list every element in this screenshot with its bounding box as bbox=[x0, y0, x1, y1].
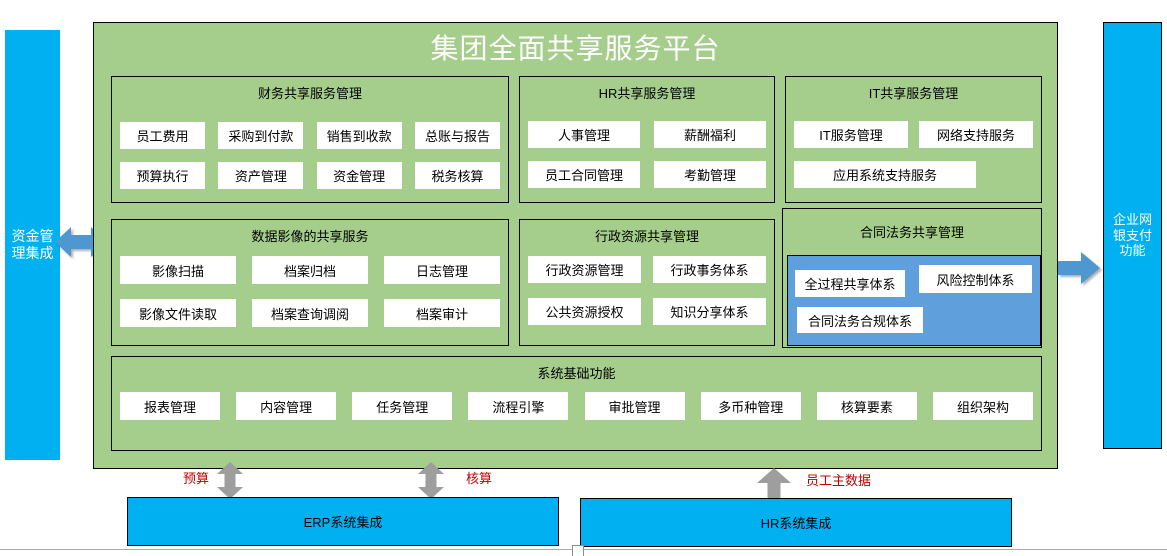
service-item[interactable]: 多币种管理 bbox=[700, 392, 801, 420]
enterprise-ebank-payment-bar[interactable]: 企业网银支付功能 bbox=[1103, 22, 1162, 449]
service-item[interactable]: 税务核算 bbox=[414, 162, 500, 189]
panel-base-title: 系统基础功能 bbox=[537, 366, 616, 381]
service-item[interactable]: 员工费用 bbox=[120, 122, 205, 149]
service-item[interactable]: 全过程共享体系 bbox=[795, 270, 905, 297]
service-item[interactable]: 网络支持服务 bbox=[919, 121, 1033, 148]
service-item[interactable]: 风险控制体系 bbox=[919, 265, 1032, 293]
hr-integration-bar[interactable]: HR系统集成 bbox=[580, 498, 1012, 547]
panel-data-imaging-services[interactable]: 数据影像的共享服务 影像扫描 档案归档 日志管理 影像文件读取 档案查询调阅 档… bbox=[111, 219, 509, 346]
service-item[interactable]: 合同法务合规体系 bbox=[797, 307, 923, 333]
service-item[interactable]: 日志管理 bbox=[384, 256, 500, 284]
right-arrow-icon[interactable] bbox=[1058, 250, 1100, 286]
service-item[interactable]: 资金管理 bbox=[316, 162, 402, 189]
service-item[interactable]: 人事管理 bbox=[528, 121, 640, 148]
panel-admin-title: 行政资源共享管理 bbox=[594, 229, 699, 244]
service-item[interactable]: 销售到收款 bbox=[316, 122, 402, 149]
hr-integration-label: HR系统集成 bbox=[760, 516, 832, 531]
panel-hr-shared-services[interactable]: HR共享服务管理 人事管理 薪酬福利 员工合同管理 考勤管理 bbox=[519, 76, 775, 203]
service-item[interactable]: 审批管理 bbox=[584, 392, 685, 420]
panel-legal-title: 合同法务共享管理 bbox=[859, 225, 964, 240]
service-item[interactable]: 影像文件读取 bbox=[120, 299, 236, 327]
service-item[interactable]: 核算要素 bbox=[816, 392, 917, 420]
panel-finance-title: 财务共享服务管理 bbox=[257, 86, 362, 101]
service-item[interactable]: 内容管理 bbox=[236, 392, 337, 420]
panel-it-shared-services[interactable]: IT共享服务管理 IT服务管理 网络支持服务 应用系统支持服务 bbox=[785, 76, 1042, 203]
budget-connector-label: 预算 bbox=[183, 471, 210, 486]
selection-handle[interactable] bbox=[572, 545, 584, 556]
service-item[interactable]: 档案审计 bbox=[384, 299, 500, 327]
platform-title: 集团全面共享服务平台 bbox=[430, 33, 721, 64]
service-item[interactable]: 资产管理 bbox=[218, 162, 304, 189]
funds-management-integration-label: 资金管理集成 bbox=[11, 228, 54, 261]
panel-admin-resources[interactable]: 行政资源共享管理 行政资源管理 行政事务体系 公共资源授权 知识分享体系 bbox=[519, 219, 775, 346]
enterprise-ebank-payment-label: 企业网银支付功能 bbox=[1112, 212, 1152, 259]
funds-management-integration-bar[interactable]: 资金管理集成 bbox=[5, 30, 60, 460]
service-item[interactable]: 薪酬福利 bbox=[654, 121, 766, 148]
service-item[interactable]: 组织架构 bbox=[932, 392, 1033, 420]
panel-finance-shared-services[interactable]: 财务共享服务管理 员工费用 采购到付款 销售到收款 总账与报告 预算执行 资产管… bbox=[111, 76, 509, 203]
platform-panel[interactable]: 集团全面共享服务平台 财务共享服务管理 员工费用 采购到付款 销售到收款 总账与… bbox=[93, 22, 1058, 469]
service-item[interactable]: 知识分享体系 bbox=[653, 298, 766, 325]
legal-blue-box[interactable]: 全过程共享体系 风险控制体系 合同法务合规体系 bbox=[787, 255, 1041, 346]
service-item[interactable]: 行政资源管理 bbox=[528, 256, 641, 283]
service-item[interactable]: 档案查询调阅 bbox=[252, 299, 368, 327]
service-item[interactable]: 影像扫描 bbox=[120, 256, 236, 284]
accounting-updown-arrow-icon[interactable] bbox=[417, 462, 445, 499]
service-item[interactable]: 员工合同管理 bbox=[528, 161, 640, 188]
service-item[interactable]: 公共资源授权 bbox=[528, 298, 641, 325]
service-item[interactable]: 档案归档 bbox=[252, 256, 368, 284]
employee-master-up-arrow-icon[interactable] bbox=[757, 468, 791, 499]
service-item[interactable]: 报表管理 bbox=[120, 392, 220, 420]
panel-it-title: IT共享服务管理 bbox=[868, 86, 959, 101]
service-item[interactable]: 流程引擎 bbox=[468, 392, 569, 420]
panel-imaging-title: 数据影像的共享服务 bbox=[251, 229, 369, 244]
service-item[interactable]: 行政事务体系 bbox=[653, 256, 766, 283]
service-item[interactable]: 总账与报告 bbox=[414, 122, 500, 149]
erp-integration-bar[interactable]: ERP系统集成 bbox=[127, 497, 559, 546]
panel-hr-title: HR共享服务管理 bbox=[598, 86, 696, 101]
erp-integration-label: ERP系统集成 bbox=[303, 515, 383, 530]
budget-updown-arrow-icon[interactable] bbox=[216, 462, 244, 499]
service-item[interactable]: IT服务管理 bbox=[794, 121, 908, 148]
service-item[interactable]: 任务管理 bbox=[352, 392, 453, 420]
service-item[interactable]: 应用系统支持服务 bbox=[794, 161, 976, 188]
service-item[interactable]: 预算执行 bbox=[120, 162, 205, 189]
service-item[interactable]: 采购到付款 bbox=[218, 122, 304, 149]
employee-master-connector-label: 员工主数据 bbox=[806, 473, 872, 488]
panel-contract-legal[interactable]: 合同法务共享管理 全过程共享体系 风险控制体系 合同法务合规体系 bbox=[782, 208, 1042, 348]
service-item[interactable]: 考勤管理 bbox=[654, 161, 766, 188]
panel-system-base-functions[interactable]: 系统基础功能 报表管理 内容管理 任务管理 流程引擎 审批管理 多币种管理 核算… bbox=[111, 356, 1042, 451]
accounting-connector-label: 核算 bbox=[466, 471, 493, 486]
